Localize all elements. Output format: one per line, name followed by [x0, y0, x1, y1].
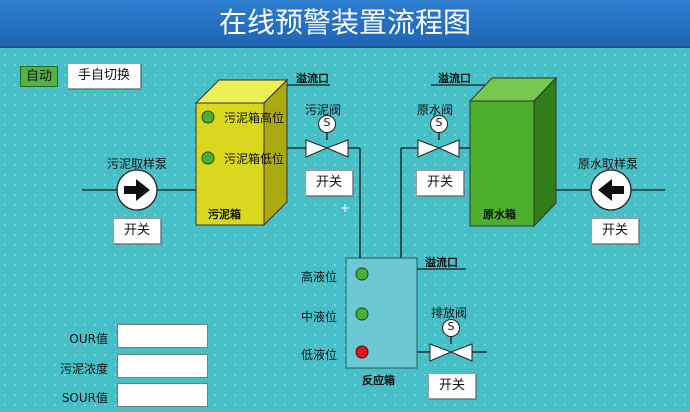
our-value-field[interactable] [117, 324, 208, 348]
manual-auto-toggle-button[interactable]: 手自切换 [67, 63, 141, 89]
raw-water-pump-label: 原水取样泵 [578, 157, 639, 171]
sludge-pump-switch-button[interactable]: 开关 [113, 218, 161, 244]
sludge-tank-name: 污泥箱 [208, 208, 241, 221]
raw-water-tank-name: 原水箱 [483, 208, 516, 221]
raw-water-valve-solenoid-symbol: S [435, 116, 443, 129]
reaction-low-level-label: 低液位 [301, 348, 338, 362]
drain-valve-label: 排放阀 [431, 306, 468, 320]
raw-water-tank [468, 76, 558, 228]
our-value-label: OUR值 [69, 332, 108, 346]
sludge-low-level-light [201, 151, 215, 165]
sludge-high-level-label: 污泥箱高位 [224, 111, 285, 125]
page-title: 在线预警装置流程图 [0, 0, 690, 48]
sludge-concentration-label: 污泥浓度 [59, 362, 108, 376]
reaction-overflow-label: 溢流口 [425, 256, 458, 269]
raw-water-valve-label: 原水阀 [417, 103, 454, 117]
reaction-mid-level-light [355, 307, 369, 321]
sludge-valve-icon[interactable] [305, 115, 349, 158]
sludge-valve-label: 污泥阀 [305, 103, 342, 117]
raw-water-valve-switch-button[interactable]: 开关 [416, 170, 464, 196]
sludge-valve-solenoid-symbol: S [323, 116, 331, 129]
drain-valve-icon[interactable] [429, 319, 473, 362]
raw-water-overflow-label: 溢流口 [438, 72, 471, 85]
sludge-high-level-light [201, 110, 215, 124]
sludge-valve-switch-button[interactable]: 开关 [305, 170, 353, 196]
reaction-tank-name: 反应箱 [362, 374, 395, 387]
reaction-low-level-light [355, 345, 369, 359]
raw-water-pump-switch-button[interactable]: 开关 [591, 218, 639, 244]
drain-valve-switch-button[interactable]: 开关 [428, 373, 476, 399]
sludge-overflow-label: 溢流口 [296, 72, 329, 85]
sludge-concentration-field[interactable] [117, 354, 208, 378]
raw-water-valve-icon[interactable] [417, 115, 460, 158]
reaction-high-level-light [355, 267, 369, 281]
sour-value-label: SOUR值 [61, 391, 108, 405]
sludge-pump-icon[interactable] [116, 169, 158, 211]
reaction-mid-level-label: 中液位 [301, 310, 338, 324]
sludge-pump-label: 污泥取样泵 [107, 157, 168, 171]
raw-water-pump-icon[interactable] [590, 169, 632, 211]
sour-value-field[interactable] [117, 383, 208, 407]
auto-mode-indicator[interactable]: 自动 [20, 66, 58, 87]
sludge-low-level-label: 污泥箱低位 [224, 152, 285, 166]
reaction-high-level-label: 高液位 [301, 270, 338, 284]
drain-valve-solenoid-symbol: S [447, 320, 455, 333]
